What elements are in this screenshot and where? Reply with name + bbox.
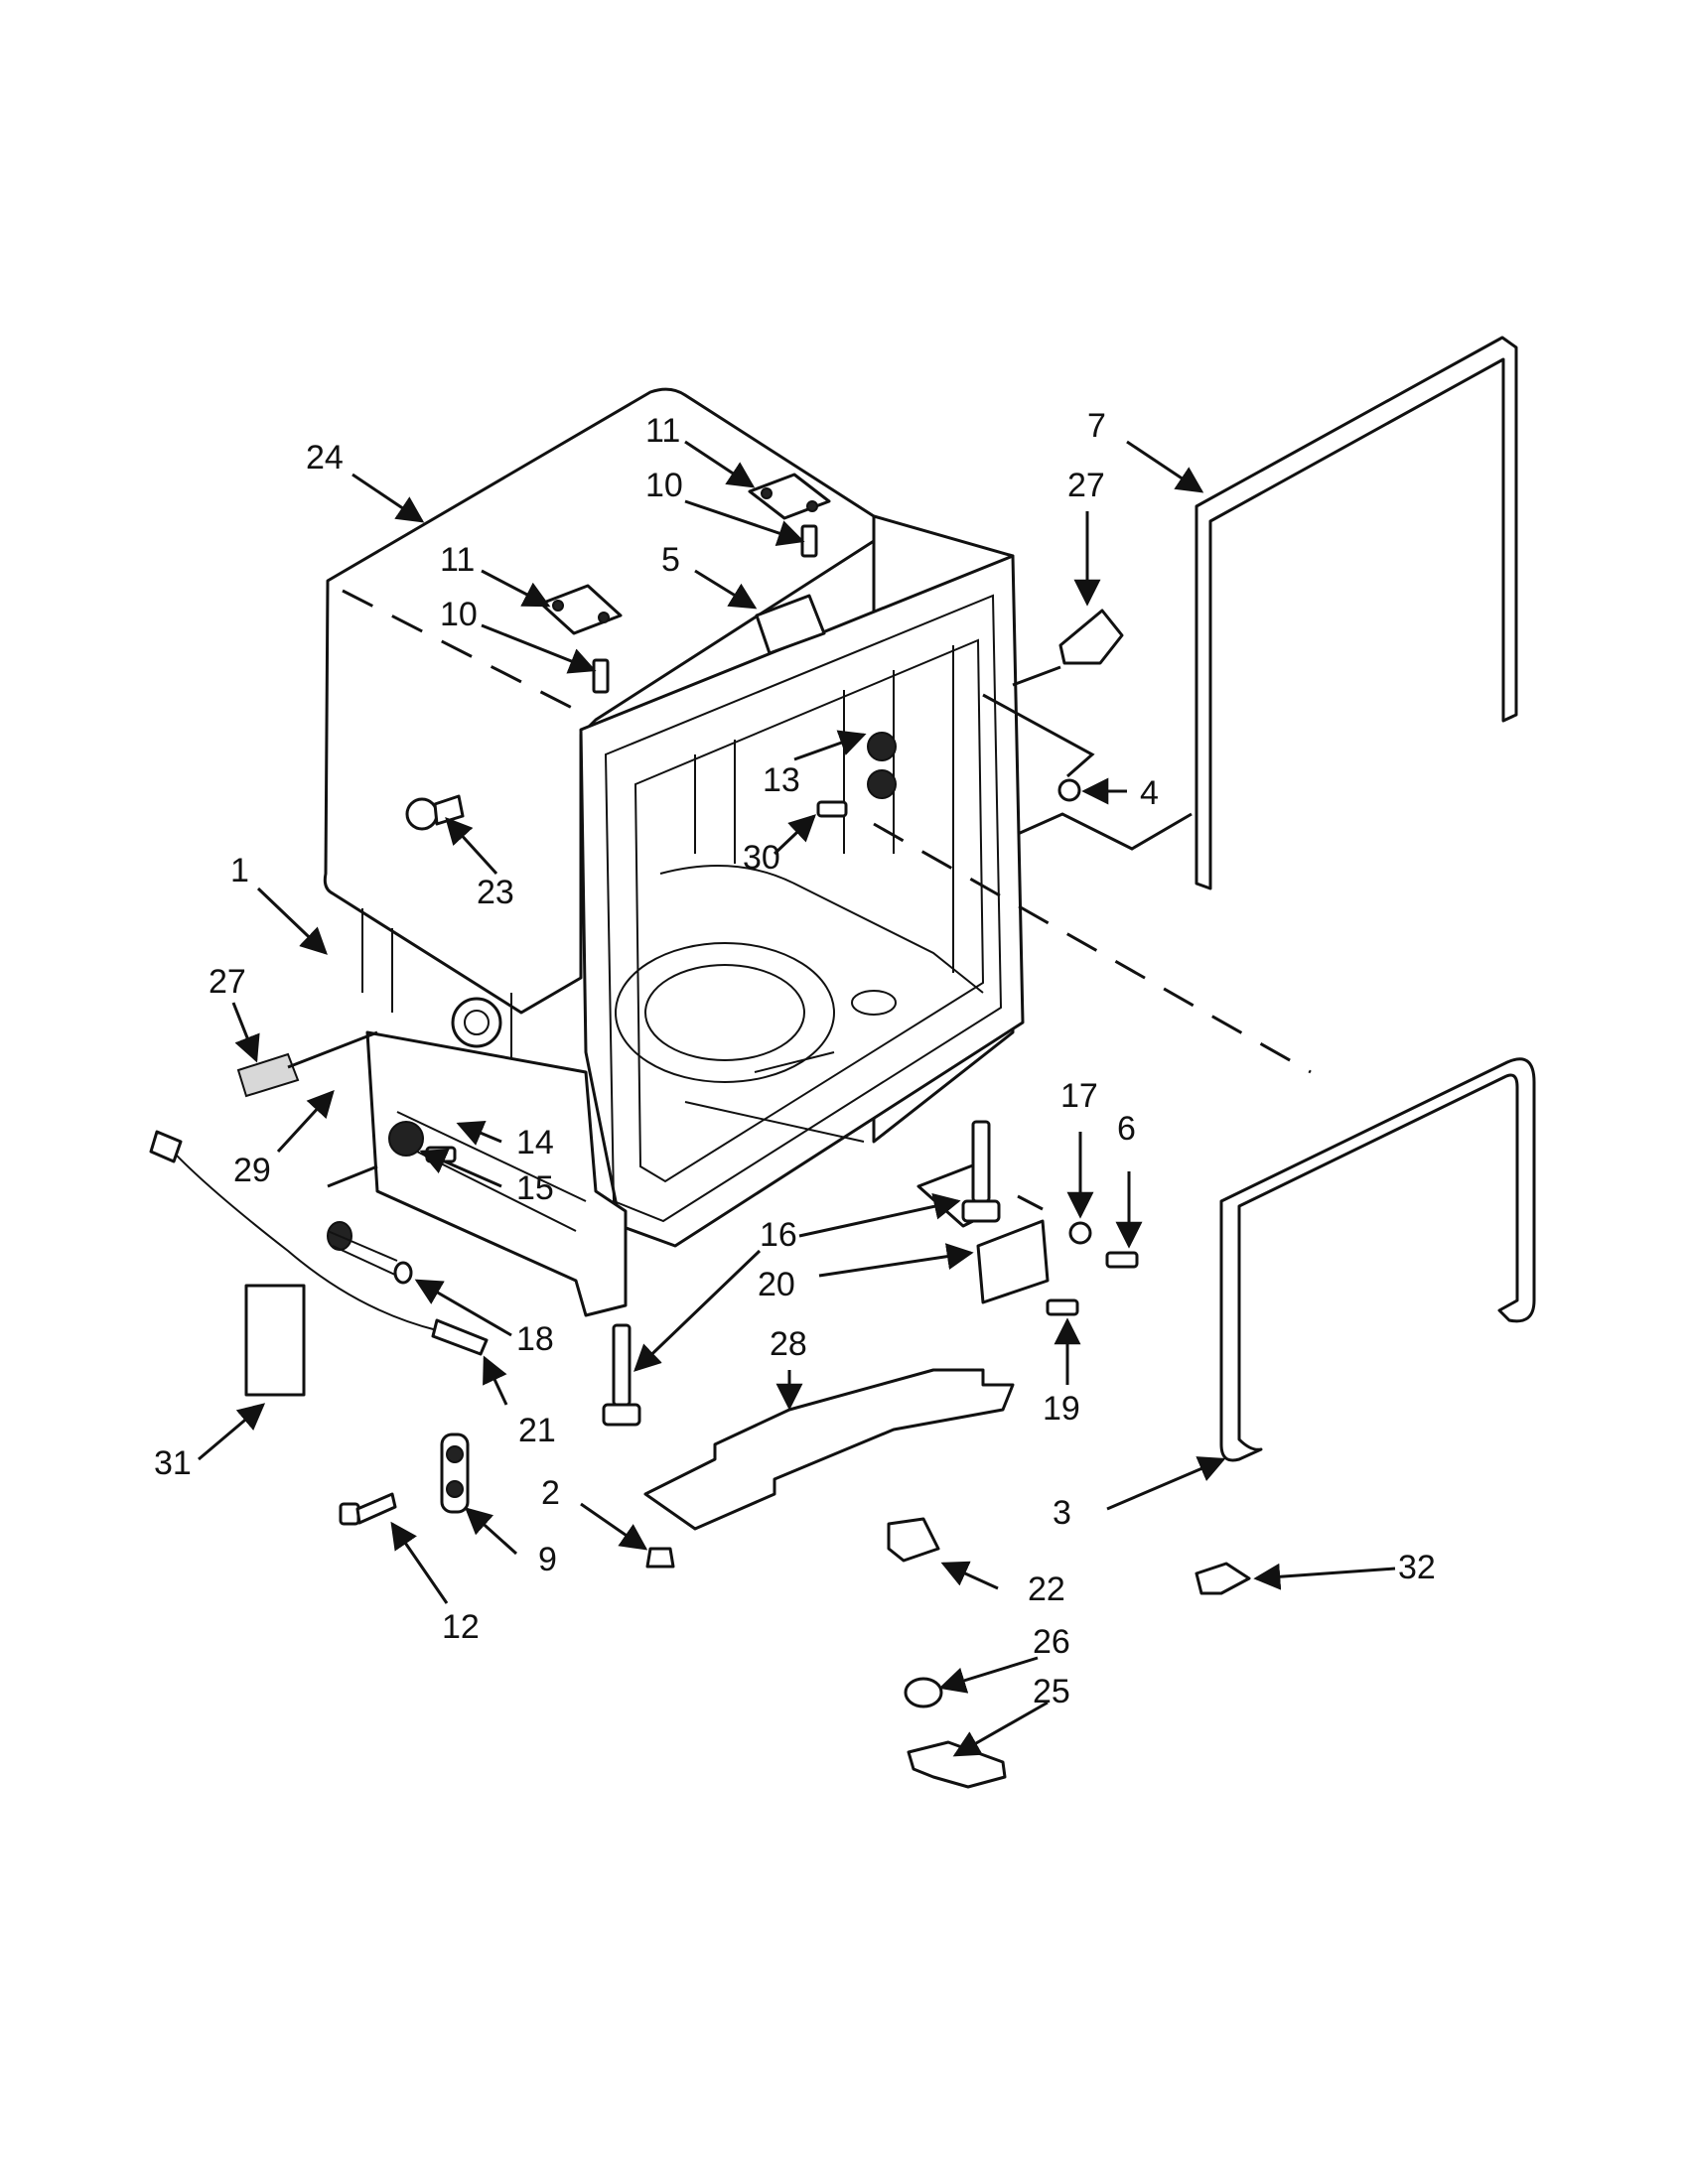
tub-assembly bbox=[323, 387, 1025, 1317]
door-hinge-pivot bbox=[816, 732, 897, 818]
top-mount-bracket-lower bbox=[539, 584, 623, 694]
washer-17 bbox=[1068, 1221, 1092, 1245]
bracket-20 bbox=[976, 1219, 1050, 1304]
plug-2 bbox=[645, 1547, 675, 1569]
callout-9: 9 bbox=[538, 1541, 557, 1578]
filter-part-9 bbox=[440, 1433, 470, 1514]
screw-19 bbox=[1046, 1298, 1079, 1316]
callout-16: 16 bbox=[760, 1216, 797, 1254]
door-seal-upper bbox=[1195, 336, 1518, 890]
label-card-31 bbox=[244, 1284, 306, 1397]
callout-32: 32 bbox=[1398, 1549, 1436, 1586]
callout-20: 20 bbox=[758, 1266, 795, 1303]
callout-15: 15 bbox=[516, 1169, 554, 1207]
switch-22 bbox=[887, 1517, 940, 1563]
screw-12 bbox=[339, 1492, 397, 1526]
callout-12: 12 bbox=[442, 1608, 480, 1646]
leader-lines bbox=[198, 440, 1396, 1757]
base-frame bbox=[365, 1030, 628, 1317]
callout-11-top: 11 bbox=[645, 412, 680, 450]
drain-port bbox=[451, 997, 502, 1048]
callout-31: 31 bbox=[154, 1444, 192, 1482]
callout-26: 26 bbox=[1033, 1623, 1070, 1661]
callout-2: 2 bbox=[541, 1474, 560, 1512]
callout-6: 6 bbox=[1117, 1110, 1136, 1148]
clip-27-lower bbox=[236, 1052, 300, 1098]
callout-13: 13 bbox=[763, 761, 800, 799]
tub-front-frame bbox=[579, 554, 1025, 1248]
callout-27-left: 27 bbox=[209, 963, 246, 1001]
callout-27-top: 27 bbox=[1067, 467, 1105, 504]
callout-28: 28 bbox=[770, 1325, 807, 1363]
callout-25: 25 bbox=[1033, 1673, 1070, 1710]
callout-30: 30 bbox=[743, 839, 780, 877]
callout-1: 1 bbox=[230, 852, 249, 889]
screw-6 bbox=[1105, 1251, 1139, 1269]
callout-10-top: 10 bbox=[645, 467, 683, 504]
leveling-leg-left bbox=[602, 1323, 641, 1427]
cable-21 bbox=[149, 1130, 489, 1356]
clip-27-upper bbox=[1058, 609, 1124, 665]
callout-19: 19 bbox=[1043, 1390, 1080, 1428]
callout-7: 7 bbox=[1087, 407, 1106, 445]
callout-23: 23 bbox=[477, 874, 514, 911]
cap-4 bbox=[1057, 778, 1081, 802]
sensor-26 bbox=[904, 1677, 943, 1708]
vent-part bbox=[755, 594, 826, 655]
callout-11: 11 bbox=[440, 541, 475, 579]
callout-labels: 24 11 10 11 10 5 7 27 4 13 30 23 1 27 29… bbox=[154, 407, 1436, 1710]
bracket-25 bbox=[907, 1740, 1007, 1789]
cover-panel-28 bbox=[643, 1368, 1015, 1531]
callout-17: 17 bbox=[1060, 1077, 1098, 1115]
callout-21: 21 bbox=[518, 1412, 556, 1449]
callout-18: 18 bbox=[516, 1320, 554, 1358]
callout-4: 4 bbox=[1140, 774, 1159, 812]
assembly-line-2 bbox=[873, 822, 1312, 1074]
callout-14: 14 bbox=[516, 1124, 554, 1161]
callout-24: 24 bbox=[306, 439, 344, 477]
plug-part bbox=[405, 794, 465, 831]
top-mount-bracket-upper bbox=[748, 473, 831, 558]
leveling-leg-right bbox=[961, 1120, 1001, 1223]
clip-32 bbox=[1195, 1562, 1251, 1595]
callout-10: 10 bbox=[440, 596, 478, 633]
callout-29: 29 bbox=[233, 1152, 271, 1189]
assembly-line-1 bbox=[342, 589, 577, 712]
spring-18 bbox=[327, 1221, 413, 1285]
callout-3: 3 bbox=[1053, 1494, 1071, 1532]
callout-5: 5 bbox=[661, 541, 680, 579]
callout-22: 22 bbox=[1028, 1570, 1065, 1608]
door-gasket-lower bbox=[1219, 1057, 1536, 1462]
